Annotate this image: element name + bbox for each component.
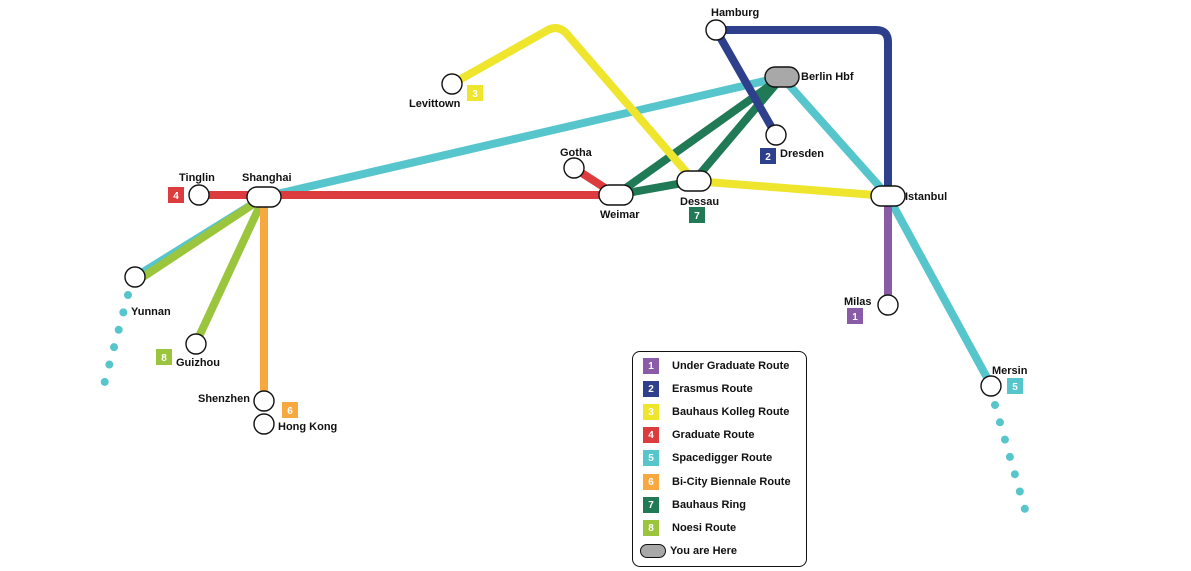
badge-route-1-number: 1 bbox=[852, 312, 858, 323]
station-weimar[interactable] bbox=[598, 184, 634, 206]
route-3-line bbox=[448, 24, 892, 200]
legend-row-you-are-here: You are Here bbox=[640, 543, 737, 559]
legend-row-route-6[interactable]: 6 Bi-City Biennale Route bbox=[643, 474, 791, 490]
route-5-line bbox=[260, 73, 995, 389]
label-istanbul: Istanbul bbox=[905, 191, 947, 203]
badge-route-8 bbox=[156, 349, 172, 365]
label-hamburg: Hamburg bbox=[711, 7, 759, 19]
label-hong-kong: Hong Kong bbox=[278, 421, 337, 433]
station-hamburg[interactable] bbox=[705, 19, 727, 41]
station-hong-kong[interactable] bbox=[253, 413, 275, 435]
label-berlin-hbf: Berlin Hbf bbox=[801, 71, 854, 83]
station-levittown[interactable] bbox=[441, 73, 463, 95]
legend-label-you-are-here: You are Here bbox=[670, 545, 738, 557]
legend-row-route-4[interactable]: 4 Graduate Route bbox=[643, 427, 755, 443]
route-8-line bbox=[136, 193, 268, 283]
legend-swatch-route-5: 5 bbox=[643, 450, 659, 466]
stations bbox=[124, 19, 1002, 435]
station-shanghai[interactable] bbox=[246, 186, 282, 208]
badge-route-1 bbox=[847, 308, 863, 324]
route-7-line bbox=[612, 73, 786, 199]
label-mersin: Mersin bbox=[992, 365, 1028, 377]
badge-route-3 bbox=[467, 85, 483, 101]
label-dresden: Dresden bbox=[780, 148, 824, 160]
legend-label-route-5: Spacedigger Route bbox=[672, 452, 773, 464]
badge-route-5-number: 5 bbox=[1012, 382, 1018, 393]
label-weimar: Weimar bbox=[600, 209, 640, 221]
station-tinglin[interactable] bbox=[188, 184, 210, 206]
legend-swatch-route-1: 1 bbox=[643, 358, 659, 374]
station-shenzhen[interactable] bbox=[253, 390, 275, 412]
label-dessau: Dessau bbox=[680, 196, 719, 208]
legend-label-route-1: Under Graduate Route bbox=[672, 360, 790, 372]
station-gotha[interactable] bbox=[563, 157, 585, 179]
badge-route-8-number: 8 bbox=[161, 353, 167, 364]
badge-route-3-number: 3 bbox=[472, 89, 478, 100]
station-mersin[interactable] bbox=[980, 375, 1002, 397]
you-are-here-icon bbox=[640, 544, 666, 558]
legend-row-route-1[interactable]: 1 Under Graduate Route bbox=[643, 358, 789, 374]
badge-route-6-number: 6 bbox=[287, 406, 293, 417]
badge-route-6 bbox=[282, 402, 298, 418]
legend-row-route-5[interactable]: 5 Spacedigger Route bbox=[643, 450, 772, 466]
legend-label-route-2: Erasmus Route bbox=[672, 383, 753, 395]
label-milas: Milas bbox=[844, 296, 872, 308]
route-2-line bbox=[712, 26, 892, 200]
legend-swatch-route-8: 8 bbox=[643, 520, 659, 536]
route-5-dashed-extension bbox=[98, 291, 132, 396]
legend-swatch-route-6: 6 bbox=[643, 474, 659, 490]
route-badges: 3 2 4 7 1 8 6 5 bbox=[156, 85, 1023, 418]
station-labels: Hamburg Berlin Hbf Levittown Dresden Got… bbox=[131, 7, 1028, 433]
station-dessau[interactable] bbox=[676, 170, 712, 192]
label-shenzhen: Shenzhen bbox=[198, 393, 250, 405]
legend-swatch-route-4: 4 bbox=[643, 427, 659, 443]
station-guizhou[interactable] bbox=[185, 333, 207, 355]
station-berlin-hbf-you-are-here[interactable] bbox=[764, 66, 800, 88]
badge-route-5 bbox=[1007, 378, 1023, 394]
badge-route-2-number: 2 bbox=[765, 152, 771, 163]
legend-swatch-route-7: 7 bbox=[643, 497, 659, 513]
label-gotha: Gotha bbox=[560, 147, 593, 159]
legend: 1 Under Graduate Route 2 Erasmus Route 3… bbox=[632, 351, 807, 567]
route-8-line-guizhou bbox=[192, 193, 268, 347]
station-dresden[interactable] bbox=[765, 124, 787, 146]
legend-row-route-7[interactable]: 7 Bauhaus Ring bbox=[643, 497, 746, 513]
route-lines bbox=[98, 24, 1032, 524]
label-levittown: Levittown bbox=[409, 98, 461, 110]
station-yunnan[interactable] bbox=[124, 266, 146, 288]
station-istanbul[interactable] bbox=[870, 185, 906, 207]
legend-row-route-3[interactable]: 3 Bauhaus Kolleg Route bbox=[643, 404, 789, 420]
badge-route-7 bbox=[689, 207, 705, 223]
legend-row-route-8[interactable]: 8 Noesi Route bbox=[643, 520, 736, 536]
legend-label-route-8: Noesi Route bbox=[672, 522, 737, 534]
station-milas[interactable] bbox=[877, 294, 899, 316]
label-shanghai: Shanghai bbox=[242, 172, 292, 184]
label-guizhou: Guizhou bbox=[176, 357, 220, 369]
legend-label-route-7: Bauhaus Ring bbox=[672, 499, 746, 511]
route-5-dashed-extension bbox=[991, 401, 1032, 524]
legend-label-route-4: Graduate Route bbox=[672, 429, 755, 441]
badge-route-4 bbox=[168, 187, 184, 203]
legend-label-route-6: Bi-City Biennale Route bbox=[672, 476, 791, 488]
legend-label-route-3: Bauhaus Kolleg Route bbox=[672, 406, 790, 418]
badge-route-4-number: 4 bbox=[173, 191, 179, 202]
badge-route-7-number: 7 bbox=[694, 211, 700, 222]
legend-swatch-route-3: 3 bbox=[643, 404, 659, 420]
route-2-line-dresden bbox=[712, 26, 780, 139]
badge-route-2 bbox=[760, 148, 776, 164]
legend-swatch-route-2: 2 bbox=[643, 381, 659, 397]
label-tinglin: Tinglin bbox=[179, 172, 215, 184]
label-yunnan: Yunnan bbox=[131, 306, 171, 318]
legend-row-route-2[interactable]: 2 Erasmus Route bbox=[643, 381, 753, 397]
